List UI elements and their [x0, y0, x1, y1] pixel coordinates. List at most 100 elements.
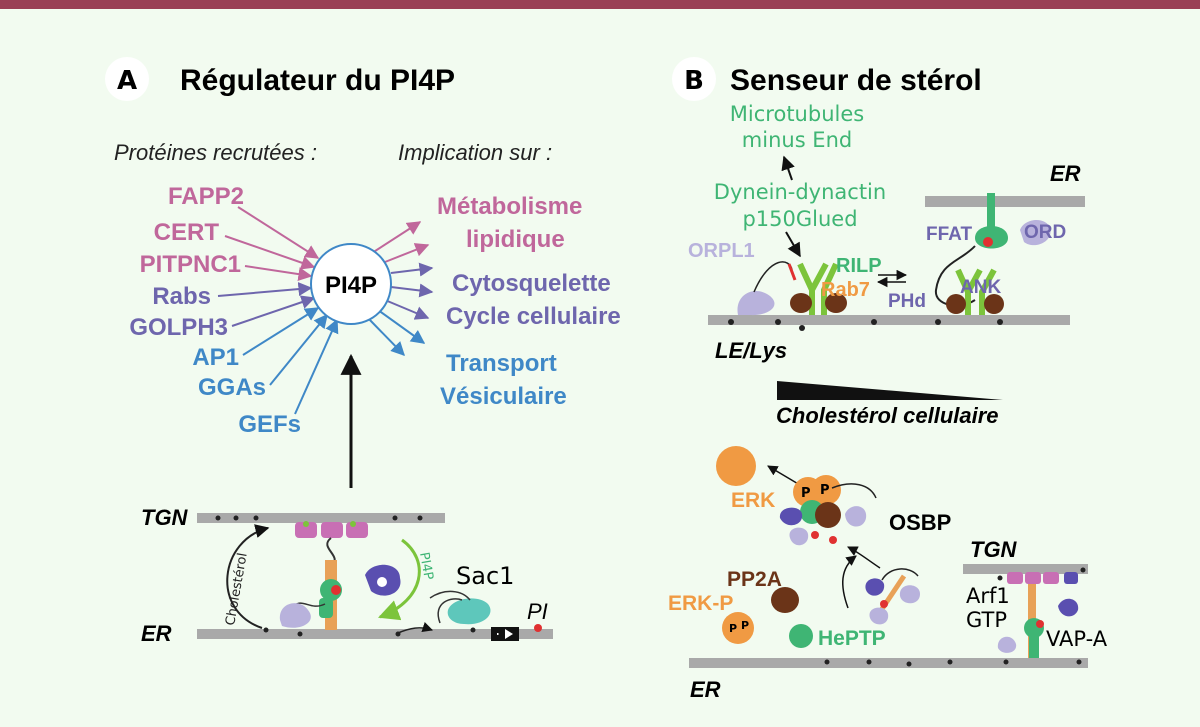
phospho-p4: P — [741, 619, 749, 632]
panel-b-letter: B — [684, 66, 704, 96]
pp2a — [771, 587, 799, 613]
cholesterol-arrow — [226, 524, 270, 629]
ank-label: ANK — [960, 277, 1001, 298]
implication-vesiculaire: Vésiculaire — [440, 383, 567, 410]
er-bottom-membrane — [689, 658, 1088, 668]
outgoing-arrows — [366, 221, 434, 357]
panel-b: B Senseur de stérol Microtubules minus E… — [668, 57, 1108, 702]
pi-label: PI — [527, 599, 548, 624]
orpl1-domain — [737, 291, 775, 316]
cholesterol-cell-label: Cholestérol cellulaire — [776, 403, 999, 428]
recruited-header: Protéines recrutées : — [114, 140, 317, 165]
protein-gefs: GEFs — [238, 411, 301, 438]
le-lys-membrane — [708, 315, 1070, 325]
gtp-label: GTP — [966, 608, 1007, 632]
implication-list: Métabolisme lipidique Cytosquelette Cycl… — [437, 193, 621, 410]
phospho-labels-top: P P — [801, 483, 830, 501]
phospho-p2: P — [820, 483, 830, 498]
osbp-mid — [865, 568, 920, 625]
orpl1-label: ORPL1 — [688, 240, 755, 262]
lavender-blob-a — [279, 603, 311, 628]
phospho-labels-bottom: P P — [729, 619, 749, 635]
er-bottom-label: ER — [690, 677, 721, 702]
heptp-label: HePTP — [818, 627, 886, 650]
tgn-label-a: TGN — [141, 505, 189, 530]
panel-a-badge — [105, 57, 149, 101]
pi4p-label: PI4P — [325, 272, 377, 299]
protein-ap1: AP1 — [192, 344, 239, 371]
implication-cytosquelette: Cytosquelette — [452, 270, 611, 297]
implication-lipidique: lipidique — [466, 226, 565, 253]
microtubules-line1: Microtubules — [730, 102, 864, 126]
dynein-line2: p150Glued — [742, 207, 857, 231]
rilp-label: RILP — [836, 255, 882, 277]
tgn-membrane-b — [963, 564, 1088, 574]
rab7-a — [790, 293, 812, 313]
er-top-membrane — [925, 196, 1085, 207]
erk-p-label: ERK-P — [668, 592, 733, 615]
ord-domain — [1020, 219, 1051, 246]
panel-a-title: Régulateur du PI4P — [180, 64, 455, 97]
tgn-proteins — [295, 521, 368, 538]
pi4p-node — [310, 243, 392, 325]
implication-header: Implication sur : — [398, 140, 552, 165]
le-lys-dots — [728, 319, 1003, 331]
er-membrane-a — [197, 629, 553, 639]
erk-phospho — [722, 612, 754, 644]
dynein-line1: Dynein-dynactin — [714, 180, 886, 204]
phospho-p1: P — [801, 486, 811, 501]
phd-label: PHd — [888, 291, 926, 312]
minus-end-arrow — [781, 155, 795, 181]
ffat-label: FFAT — [926, 224, 972, 245]
er-bottom-dots — [824, 659, 1082, 667]
pi4p-flow-label: PI4P — [416, 551, 436, 581]
le-lys-label: LE/Lys — [715, 338, 787, 363]
panel-a: A Régulateur du PI4P Protéines recrutées… — [105, 57, 621, 646]
protein-cert: CERT — [154, 219, 220, 246]
panel-a-letter: A — [117, 66, 137, 96]
er-label-a: ER — [141, 621, 172, 646]
er-top-label: ER — [1050, 161, 1081, 186]
heptp — [789, 624, 813, 648]
pi4p-transfer-arrow — [378, 538, 421, 621]
top-bar — [0, 0, 1200, 9]
rab7-label: Rab7 — [821, 279, 870, 301]
microtubule-labels: Microtubules minus End Dynein-dynactin p… — [714, 102, 886, 231]
panel-b-title: Senseur de stérol — [730, 64, 982, 97]
protein-rabs: Rabs — [152, 283, 211, 310]
erk-label: ERK — [731, 489, 775, 512]
arf1-label: Arf1 — [966, 584, 1010, 608]
cholesterol-gradient — [777, 381, 1003, 400]
implication-cycle: Cycle cellulaire — [446, 303, 621, 330]
ord-label: ORD — [1024, 222, 1066, 243]
phospho-p3: P — [729, 622, 737, 635]
incoming-arrows — [217, 206, 339, 415]
osbp-label: OSBP — [889, 510, 951, 535]
osbp-complex — [779, 475, 877, 546]
implication-metabolisme: Métabolisme — [437, 193, 582, 220]
ank-y — [955, 268, 983, 315]
recruited-list: FAPP2 CERT PITPNC1 Rabs GOLPH3 AP1 GGAs … — [129, 183, 301, 438]
panel-b-badge — [672, 57, 716, 101]
tgn-dots — [215, 515, 423, 521]
vapa-label: VAP-A — [1046, 627, 1108, 651]
rab7-b — [825, 293, 847, 313]
tgn-b-proteins — [997, 567, 1086, 584]
tgn-label-b: TGN — [970, 537, 1018, 562]
sac1-protein — [447, 598, 491, 625]
erk-free — [716, 446, 756, 486]
rilp-y — [797, 262, 829, 315]
microtubules-line2: minus End — [742, 128, 852, 152]
sac1-label: Sac1 — [456, 562, 514, 590]
protein-ggas: GGAs — [198, 374, 266, 401]
tgn-membrane — [197, 513, 445, 523]
protein-golph3: GOLPH3 — [129, 314, 228, 341]
dynein-arrow — [785, 231, 801, 258]
osbp-tether-a — [289, 537, 342, 630]
protein-pitpnc1: PITPNC1 — [140, 251, 241, 278]
pi-headgroup — [534, 624, 542, 632]
protein-fapp2: FAPP2 — [168, 183, 244, 210]
implication-transport: Transport — [446, 350, 557, 377]
